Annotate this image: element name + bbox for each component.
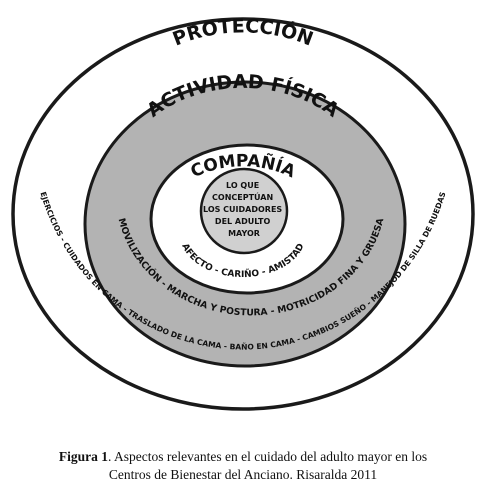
caption-figure-label: Figura 1 bbox=[58, 449, 109, 464]
caption-line-1: Figura 1. Aspectos relevantes en el cuid… bbox=[0, 448, 486, 466]
core-line: DEL ADULTO bbox=[215, 217, 271, 226]
core-line: LOS CUIDADORES bbox=[203, 205, 282, 214]
core-line: CONCEPTÚAN bbox=[212, 191, 273, 202]
concentric-circle-diagram: PROTECCIÓN ACTIVIDAD FÍSICA COMPAÑÍA EJE… bbox=[11, 15, 475, 411]
core-line: MAYOR bbox=[228, 229, 260, 238]
core-text: LO QUE CONCEPTÚAN LOS CUIDADORES DEL ADU… bbox=[203, 181, 285, 238]
figure-caption: Figura 1. Aspectos relevantes en el cuid… bbox=[0, 448, 486, 484]
caption-text: . Aspectos relevantes en el cuidado del … bbox=[108, 449, 428, 464]
core-line: LO QUE bbox=[226, 181, 259, 190]
core-circle bbox=[199, 167, 289, 255]
caption-line-2: Centros de Bienestar del Anciano. Risara… bbox=[108, 467, 378, 482]
